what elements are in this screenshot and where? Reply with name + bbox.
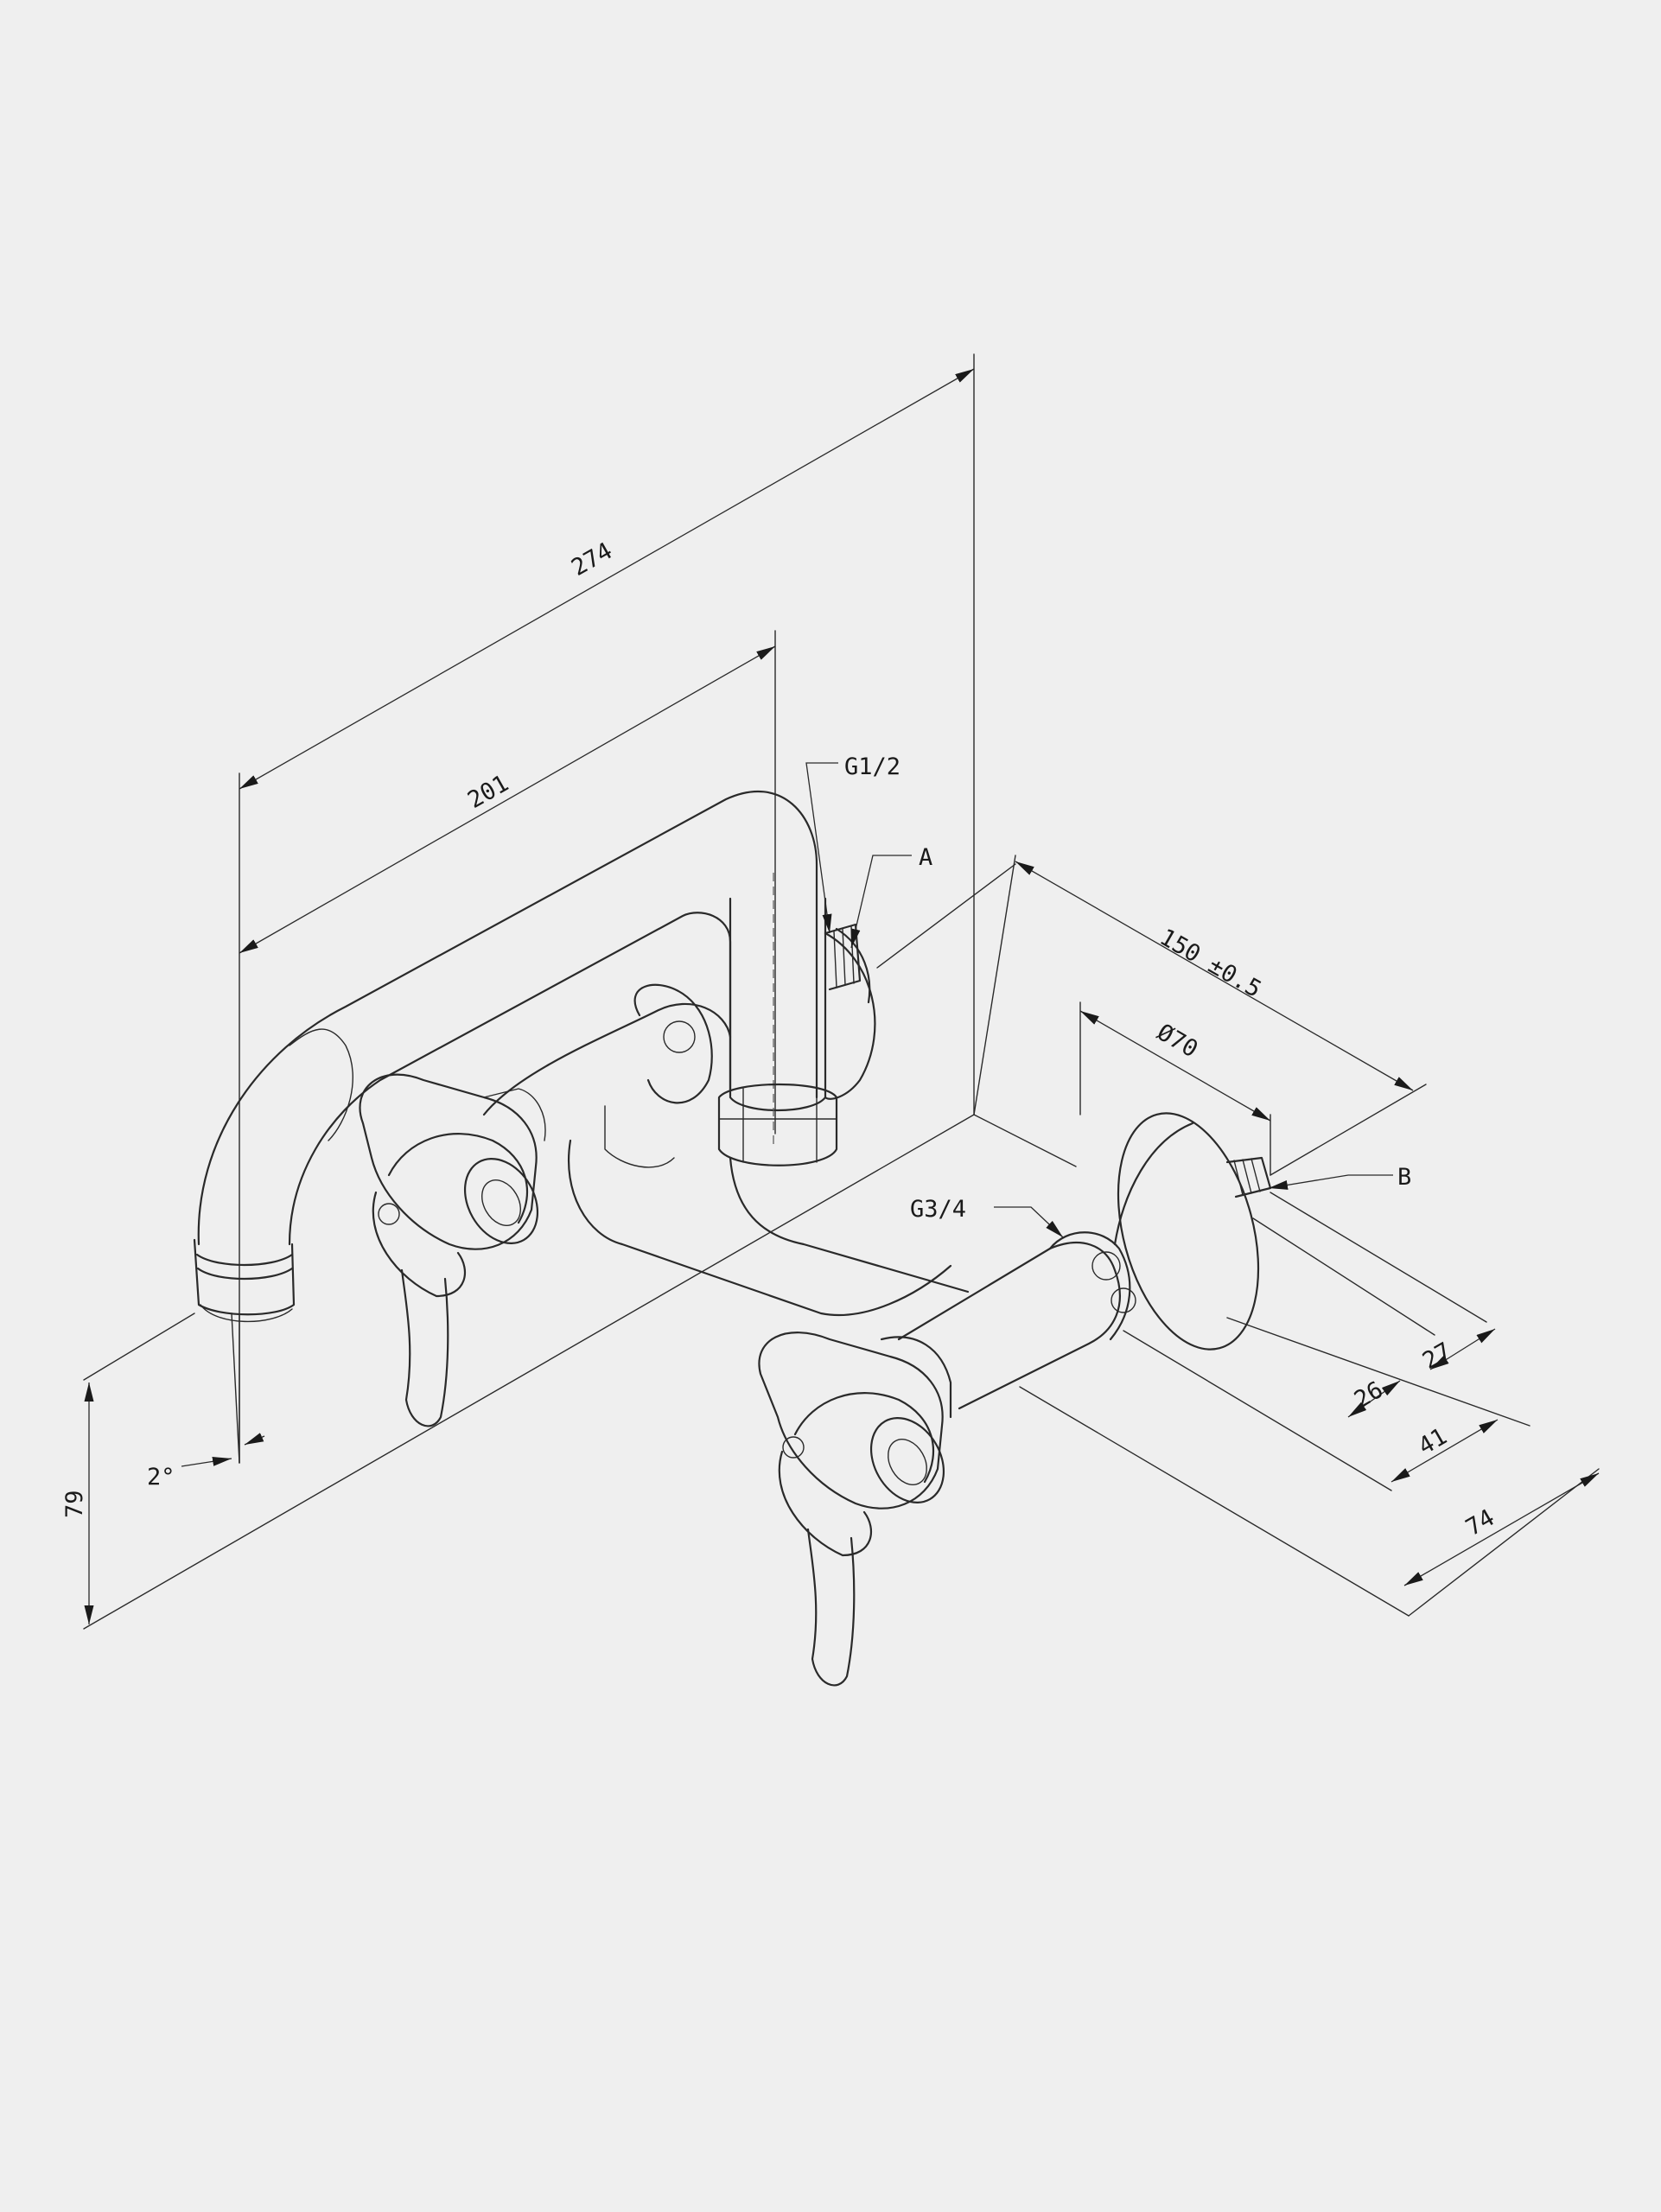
callout-g34-label: G3/4 bbox=[910, 1196, 966, 1223]
dim-79-label: 79 bbox=[61, 1490, 88, 1518]
angle-2-label: 2° bbox=[147, 1464, 175, 1491]
dim-274-label: 274 bbox=[567, 537, 617, 582]
dim-27-label: 27 bbox=[1418, 1338, 1456, 1375]
dim-74-label: 74 bbox=[1461, 1504, 1499, 1541]
angle-2-deg: 2° bbox=[147, 1313, 265, 1491]
callout-a: A bbox=[850, 844, 932, 949]
dim-201: 201 bbox=[239, 645, 776, 954]
dim-150-label: 150 ±0.5 bbox=[1155, 924, 1266, 1003]
dim-79: 79 bbox=[61, 1313, 195, 1624]
faucet-body bbox=[193, 790, 970, 1323]
left-handle bbox=[359, 1073, 546, 1427]
dim-201-label: 201 bbox=[463, 770, 513, 814]
callout-g12-label: G1/2 bbox=[844, 753, 901, 780]
callout-g12: G1/2 bbox=[805, 753, 901, 934]
dim-26-label: 26 bbox=[1350, 1376, 1388, 1414]
dim-274: 274 bbox=[239, 368, 975, 790]
dim-41-label: 41 bbox=[1414, 1423, 1452, 1460]
callout-a-label: A bbox=[919, 844, 932, 871]
wall-reference-lines bbox=[83, 353, 1077, 1630]
callout-b-label: B bbox=[1397, 1164, 1411, 1191]
callout-g34: G3/4 bbox=[910, 1196, 1064, 1238]
right-valve-and-handle bbox=[758, 1112, 1272, 1687]
dim-diameter-70: Ø70 bbox=[1079, 1001, 1271, 1176]
callout-b: B bbox=[1268, 1164, 1411, 1191]
